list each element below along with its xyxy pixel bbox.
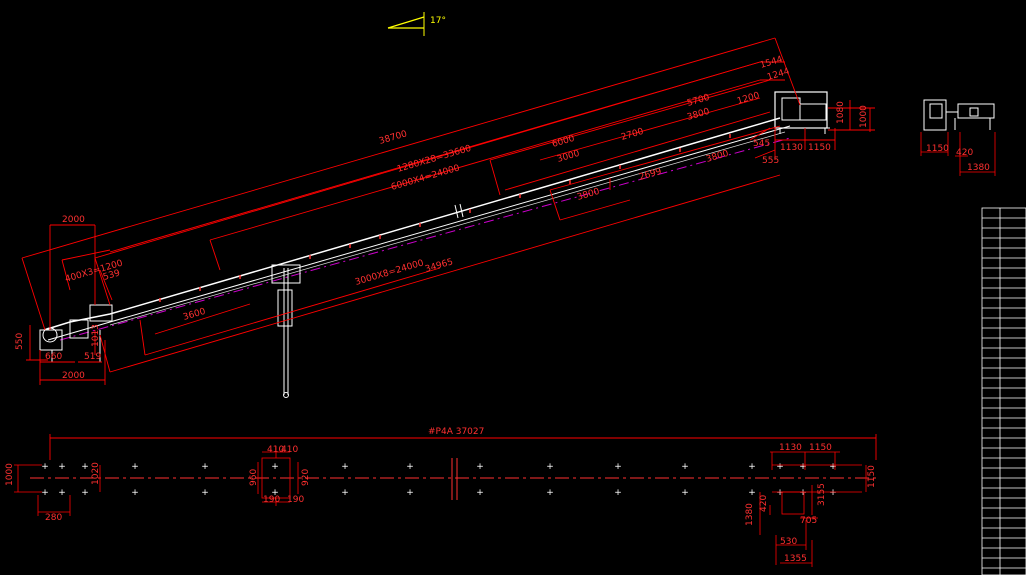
svg-text:+: +: [131, 488, 139, 498]
dim-r-545: 545: [753, 139, 770, 149]
svg-text:+: +: [131, 462, 139, 472]
svg-text:+: +: [201, 462, 209, 472]
plan-dim-right-1150-side: 1150: [867, 465, 877, 488]
plan-dim-right-1150-top: 1150: [809, 443, 832, 453]
plan-dim-mid-960: 960: [249, 469, 259, 486]
dim-head-1130: 1130: [780, 143, 803, 153]
dim-r-555: 555: [762, 156, 779, 166]
plan-dim-left-1020: 1020: [91, 462, 101, 485]
plan-dim-left-280: 280: [45, 513, 62, 523]
dim-tail-1013: 1013: [91, 324, 101, 347]
plan-dim-total: #P4A 37027: [428, 427, 484, 437]
svg-text:+: +: [58, 462, 66, 472]
side-dim-1150: 1150: [926, 144, 949, 154]
plan-dim-right-420: 420: [759, 495, 769, 512]
svg-text:+: +: [546, 462, 554, 472]
dim-top-1244: 1244: [766, 67, 791, 83]
plan-dim-right-1355: 1355: [784, 554, 807, 564]
angle-label: 17°: [430, 16, 446, 26]
dim-top-1200: 1200: [736, 91, 761, 107]
svg-text:+: +: [476, 488, 484, 498]
dim-mid-3800: 3800: [576, 187, 601, 203]
plan-dim-left-1000: 1000: [5, 463, 15, 486]
plan-dim-mid-190b: 190: [287, 495, 304, 505]
svg-text:+: +: [81, 488, 89, 498]
svg-text:+: +: [748, 488, 756, 498]
svg-text:+: +: [614, 488, 622, 498]
title-block: [981, 207, 1026, 575]
dim-head-1080: 1080: [836, 101, 846, 124]
plan-dim-right-1380: 1380: [745, 503, 755, 526]
elevation-dimension-texts: 38700 1280X28=33600 6000X4=24000 3000X8=…: [15, 55, 869, 381]
svg-text:+: +: [829, 462, 837, 472]
svg-text:+: +: [799, 462, 807, 472]
plan-dim-right-1130: 1130: [779, 443, 802, 453]
dim-top-3000: 3000: [556, 149, 581, 165]
svg-text:+: +: [476, 462, 484, 472]
plan-dim-right-3155: 3155: [817, 483, 827, 506]
svg-text:+: +: [829, 488, 837, 498]
dim-tail-2000-top: 2000: [62, 215, 85, 225]
svg-text:+: +: [681, 488, 689, 498]
dim-tail-660: 660: [45, 352, 62, 362]
svg-text:+: +: [41, 488, 49, 498]
dim-tail-550: 550: [15, 333, 25, 350]
dimension-lines: [21, 37, 875, 385]
svg-text:+: +: [58, 488, 66, 498]
svg-text:+: +: [406, 462, 414, 472]
svg-text:+: +: [546, 488, 554, 498]
side-dim-420: 420: [956, 148, 973, 158]
svg-text:+: +: [341, 462, 349, 472]
plan-dim-mid-190a: 190: [263, 495, 280, 505]
dim-top-6000: 6000: [551, 134, 576, 150]
plan-dim-mid-920: 920: [301, 469, 311, 486]
conveyor-elevation: [39, 91, 830, 398]
plan-dim-mid-410a: 410: [267, 445, 284, 455]
svg-text:+: +: [271, 488, 279, 498]
svg-text:+: +: [614, 462, 622, 472]
side-dim-1380: 1380: [967, 163, 990, 173]
dim-top-3800b: 3800: [705, 149, 730, 165]
svg-text:+: +: [748, 462, 756, 472]
dim-tail-519: 519: [84, 352, 101, 362]
dim-top-3800a: 3800: [686, 107, 711, 123]
dim-tail-539: 539: [102, 268, 122, 282]
dim-head-1150: 1150: [808, 143, 831, 153]
svg-text:+: +: [776, 462, 784, 472]
dim-tail-2000-bot: 2000: [62, 371, 85, 381]
dim-span-3000: 3000X8=24000: [354, 258, 425, 288]
svg-text:+: +: [271, 462, 279, 472]
plan-dim-mid-410b: 410: [281, 445, 298, 455]
plan-dim-right-705: 705: [800, 516, 817, 526]
svg-text:+: +: [81, 462, 89, 472]
svg-text:+: +: [41, 462, 49, 472]
dim-top-2700: 2700: [620, 127, 645, 143]
svg-text:+: +: [341, 488, 349, 498]
svg-text:+: +: [681, 462, 689, 472]
plan-dim-right-530: 530: [780, 537, 797, 547]
dim-overall-length: 38700: [378, 129, 409, 147]
side-view: 1150 420 1380: [920, 99, 996, 176]
svg-text:+: +: [776, 488, 784, 498]
angle-indicator: 17°: [387, 12, 446, 36]
svg-text:+: +: [201, 488, 209, 498]
svg-text:+: +: [406, 488, 414, 498]
dim-mid-3600: 3600: [182, 307, 207, 323]
svg-text:+: +: [799, 488, 807, 498]
plan-view: #P4A 37027 + + + + + + + + + + + + + + + + + + + +…: [5, 427, 880, 567]
dim-head-1000: 1000: [859, 105, 869, 128]
